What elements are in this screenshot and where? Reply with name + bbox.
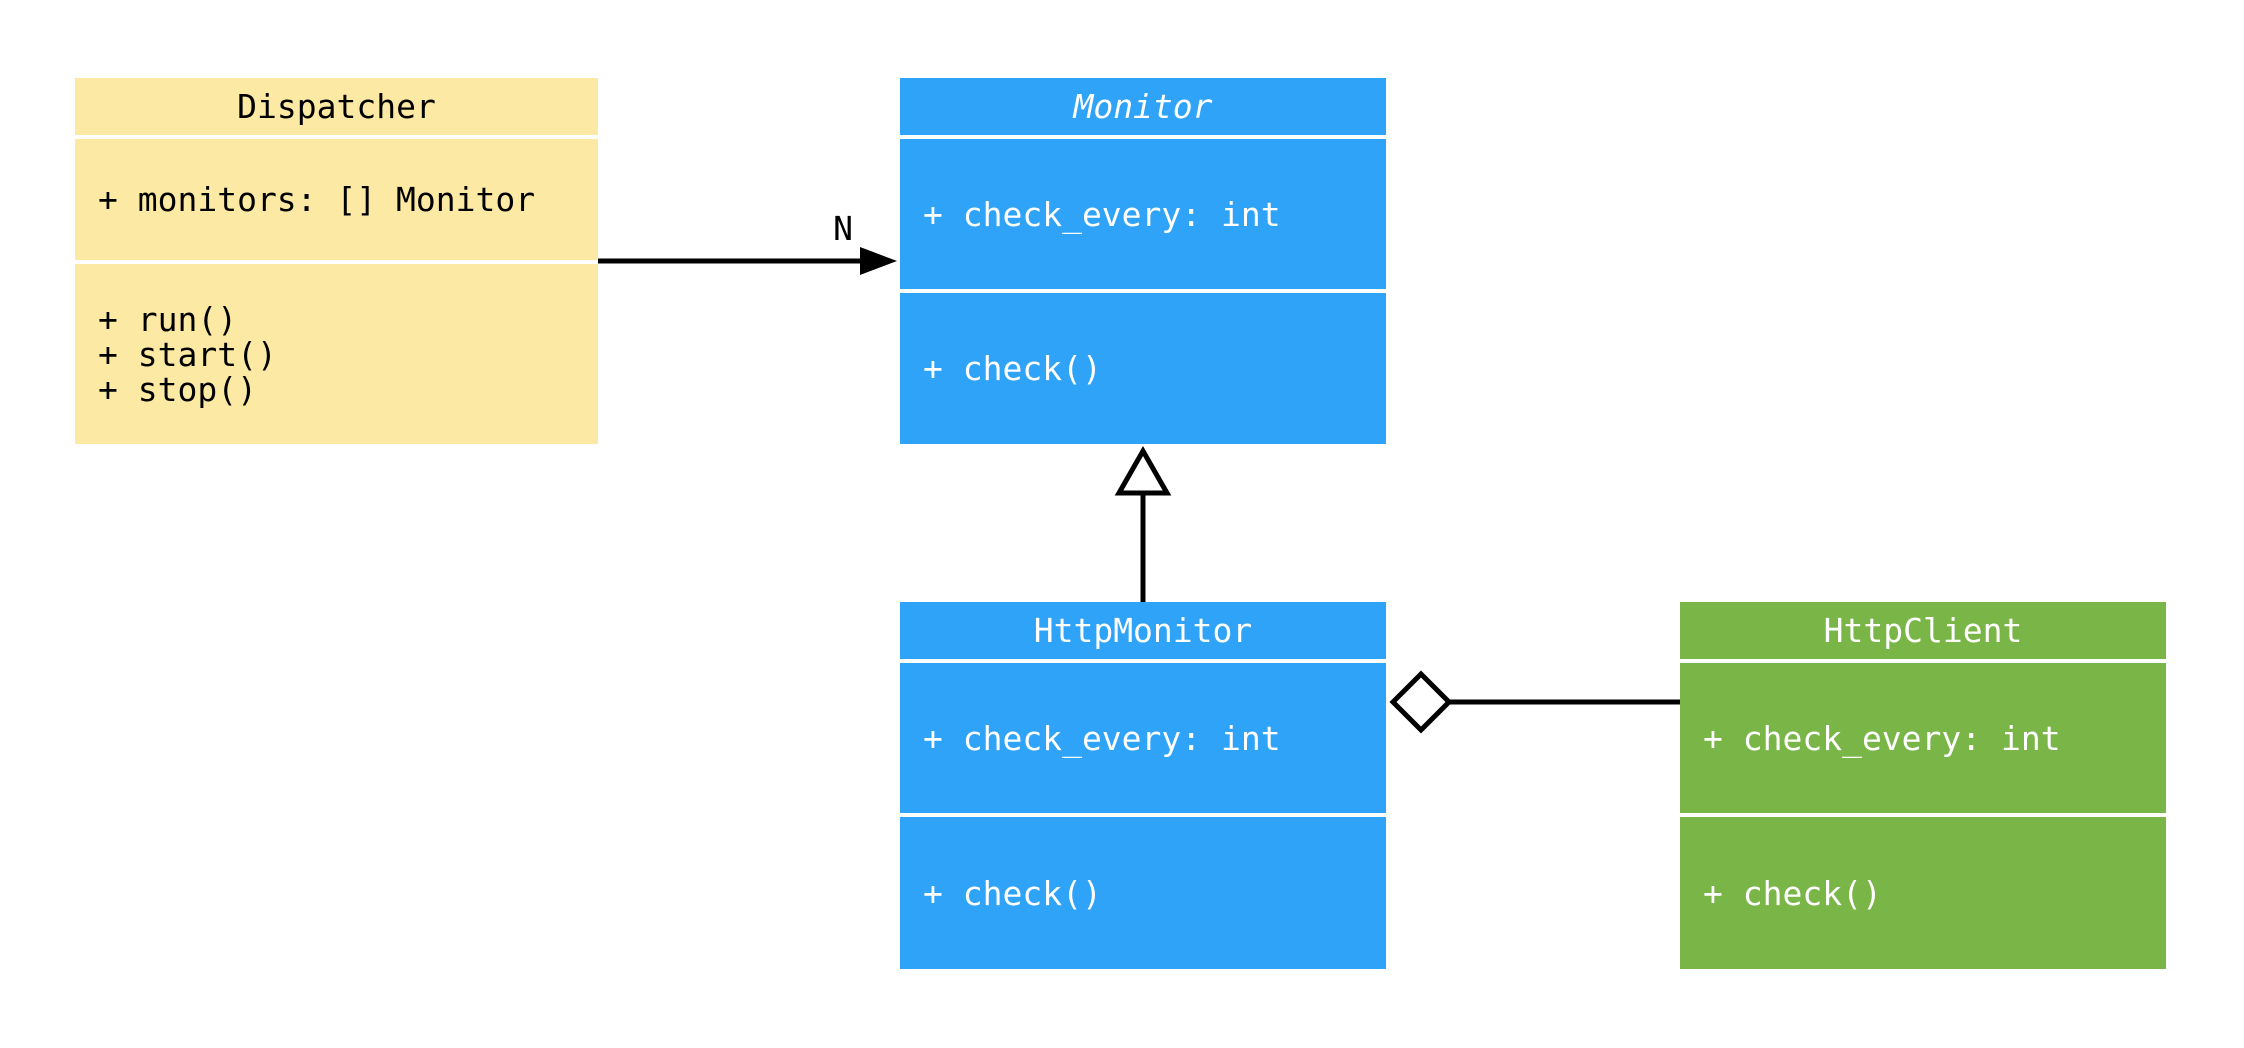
association-arrowhead-icon (860, 247, 897, 275)
attributes-compartment-httpclient: + check_every: int (1680, 663, 2166, 813)
association-edge-dispatcher-monitor: N (598, 209, 897, 275)
class-title-monitor: Monitor (900, 78, 1386, 135)
attributes-compartment-dispatcher: + monitors: [] Monitor (75, 139, 598, 260)
method-item: + check() (923, 873, 1102, 913)
class-title-dispatcher: Dispatcher (75, 78, 598, 135)
attribute-item: + check_every: int (1703, 718, 2061, 758)
class-title-httpclient: HttpClient (1680, 602, 2166, 659)
method-item: + check() (1703, 873, 1882, 913)
attributes-compartment-monitor: + check_every: int (900, 139, 1386, 289)
multiplicity-label: N (833, 209, 853, 248)
methods-compartment-httpclient: + check() (1680, 817, 2166, 969)
attributes-compartment-httpmonitor: + check_every: int (900, 663, 1386, 813)
attribute-item: + monitors: [] Monitor (98, 180, 536, 219)
method-item: + run() (98, 299, 238, 339)
class-httpmonitor: HttpMonitor + check_every: int + check() (900, 602, 1386, 969)
generalization-edge-httpmonitor-monitor (1114, 445, 1172, 602)
methods-compartment-monitor: + check() (900, 293, 1386, 444)
methods-compartment-dispatcher: + run() + start() + stop() (75, 264, 598, 444)
methods-compartment-httpmonitor: + check() (900, 817, 1386, 969)
attribute-item: + check_every: int (923, 194, 1281, 234)
attribute-item: + check_every: int (923, 718, 1281, 758)
aggregation-edge-httpmonitor-httpclient (1389, 670, 1680, 734)
method-item: + check() (923, 349, 1102, 388)
class-monitor: Monitor + check_every: int + check() (900, 78, 1386, 444)
generalization-triangle-icon (1114, 445, 1172, 496)
method-item: + stop() (98, 369, 257, 409)
class-httpclient: HttpClient + check_every: int + check() (1680, 602, 2166, 969)
aggregation-diamond-icon (1389, 670, 1453, 734)
class-dispatcher: Dispatcher + monitors: [] Monitor + run(… (75, 78, 598, 444)
class-title-httpmonitor: HttpMonitor (900, 602, 1386, 659)
method-item: + start() (98, 334, 277, 374)
